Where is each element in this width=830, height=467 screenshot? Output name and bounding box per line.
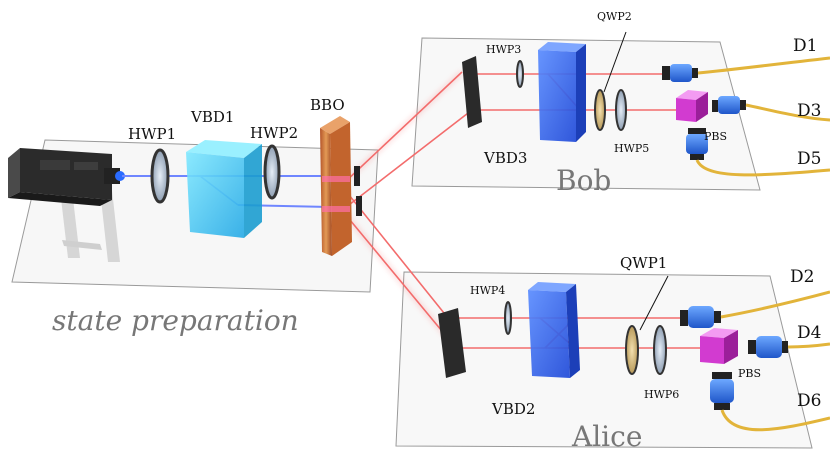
alice-coupler-d6	[710, 372, 734, 410]
qwp1-plate	[625, 325, 639, 375]
hwp4-plate	[504, 301, 512, 335]
d3-label: D3	[797, 101, 821, 121]
hwp3-label: HWP3	[486, 43, 521, 56]
alice-coupler-d4	[748, 336, 788, 358]
state-preparation-label: state preparation	[52, 304, 299, 337]
alice-coupler-d2	[680, 306, 721, 328]
bob-pbs-label: PBS	[704, 130, 727, 143]
hwp6-plate	[653, 325, 667, 375]
laser-aperture-icon	[115, 171, 125, 181]
beam-block	[354, 166, 362, 216]
qwp2-label: QWP2	[597, 10, 632, 23]
hwp5-plate	[615, 89, 627, 131]
qwp2-plate	[594, 89, 606, 131]
vbd3-crystal	[538, 42, 586, 142]
hwp6-label: HWP6	[644, 388, 679, 401]
hwp4-label: HWP4	[470, 284, 505, 297]
alice-fibers	[720, 290, 830, 432]
d4-label: D4	[797, 323, 821, 343]
bbo-crystal	[320, 116, 352, 256]
hwp1-plate	[150, 148, 170, 204]
d6-label: D6	[797, 391, 821, 411]
hwp2-label: HWP2	[250, 124, 298, 142]
beam-glow	[343, 70, 464, 349]
bob-pbs	[676, 90, 708, 122]
vbd1-crystal	[186, 140, 262, 238]
alice-label: Alice	[571, 420, 642, 453]
qwp-pointer-lines	[603, 31, 669, 331]
alice-mirror	[438, 308, 466, 378]
alice-pbs	[700, 328, 738, 364]
bob-coupler-d5	[686, 128, 708, 160]
bbo-label: BBO	[310, 96, 345, 114]
hwp5-label: HWP5	[614, 142, 649, 155]
vbd2-crystal	[528, 282, 580, 378]
laser-source	[8, 148, 125, 262]
bob-coupler-d1	[662, 64, 698, 82]
vbd3-label: VBD3	[483, 149, 527, 167]
vbd1-label: VBD1	[190, 108, 234, 126]
d1-label: D1	[793, 36, 817, 56]
hwp1-label: HWP1	[128, 125, 176, 143]
bob-mirror	[462, 56, 482, 128]
hwp3-plate	[516, 60, 524, 88]
hwp2-plate	[263, 144, 281, 200]
bob-fibers	[695, 56, 830, 177]
d2-label: D2	[790, 267, 814, 287]
bob-coupler-d3	[712, 96, 746, 114]
alice-pbs-label: PBS	[738, 367, 761, 380]
qwp1-label: QWP1	[620, 254, 667, 272]
vbd2-label: VBD2	[491, 400, 535, 418]
bob-label: Bob	[556, 164, 611, 197]
d5-label: D5	[797, 149, 821, 169]
